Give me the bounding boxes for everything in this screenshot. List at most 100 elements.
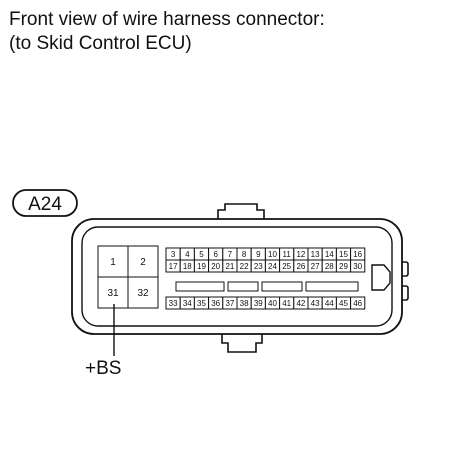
terminal-37: 37: [222, 296, 238, 310]
terminal-5-number: 5: [199, 250, 204, 259]
terminal-44: 44: [321, 296, 337, 310]
terminal-18: 18: [179, 259, 195, 273]
terminal-20-number: 20: [211, 262, 220, 271]
terminal-32-box: [127, 276, 159, 309]
terminal-43-number: 43: [311, 299, 320, 308]
terminal-34: 34: [179, 296, 195, 310]
terminal-17: 17: [165, 259, 181, 273]
connector-id-badge: A24: [12, 189, 78, 217]
terminal-27: 27: [307, 259, 323, 273]
terminal-30-box: [350, 259, 366, 273]
terminal-4-number: 4: [185, 250, 190, 259]
terminal-2: 2: [127, 245, 159, 278]
terminal-12: 12: [293, 247, 309, 261]
terminal-23-number: 23: [254, 262, 263, 271]
terminal-7-number: 7: [228, 250, 233, 259]
connector-id-text: A24: [28, 194, 62, 215]
terminal-39: 39: [250, 296, 266, 310]
terminal-6: 6: [208, 247, 224, 261]
terminal-1-number: 1: [110, 257, 116, 268]
terminal-33: 33: [165, 296, 181, 310]
terminal-46: 46: [350, 296, 366, 310]
terminal-11: 11: [279, 247, 295, 261]
terminal-14: 14: [321, 247, 337, 261]
diagram-title: Front view of wire harness connector: (t…: [9, 8, 325, 56]
terminal-26: 26: [293, 259, 309, 273]
terminal-40: 40: [264, 296, 281, 310]
terminal-26-number: 26: [296, 262, 305, 271]
terminal-30: 30: [350, 259, 366, 273]
connector-guide-key: [371, 264, 391, 291]
terminal-13-number: 13: [311, 250, 320, 259]
title-line-1: Front view of wire harness connector:: [9, 9, 325, 30]
terminal-45: 45: [335, 296, 352, 310]
top-lock-tab: [217, 203, 265, 219]
terminal-11-number: 11: [283, 250, 292, 259]
terminal-9: 9: [250, 247, 266, 261]
terminal-10: 10: [264, 247, 281, 261]
terminal-28-number: 28: [325, 262, 334, 271]
terminal-12-number: 12: [296, 250, 305, 259]
terminal-41: 41: [279, 296, 295, 310]
terminal-3: 3: [165, 247, 181, 261]
terminal-9-number: 9: [256, 250, 261, 259]
terminal-39-number: 39: [254, 299, 263, 308]
terminal-31: 31: [97, 276, 129, 309]
terminal-3-number: 3: [171, 250, 176, 259]
terminal-15: 15: [335, 247, 352, 261]
row-divider-slot: [261, 281, 303, 292]
terminal-44-number: 44: [325, 299, 334, 308]
connector-housing-inner: [81, 226, 393, 327]
terminal-42-number: 42: [296, 299, 305, 308]
terminal-20: 20: [208, 259, 224, 273]
terminal-17-number: 17: [169, 262, 178, 271]
terminal-45-number: 45: [339, 299, 348, 308]
terminal-29: 29: [335, 259, 352, 273]
terminal-32-number: 32: [137, 288, 149, 299]
pin-label-bs: +BS: [85, 358, 121, 379]
terminal-2-box: [127, 245, 159, 278]
terminal-23: 23: [250, 259, 266, 273]
terminal-27-number: 27: [311, 262, 320, 271]
terminal-6-number: 6: [213, 250, 218, 259]
terminal-29-number: 29: [339, 262, 348, 271]
terminal-40-number: 40: [268, 299, 277, 308]
terminal-46-number: 46: [353, 299, 362, 308]
terminal-35: 35: [193, 296, 210, 310]
terminal-19-number: 19: [197, 262, 206, 271]
terminal-28: 28: [321, 259, 337, 273]
terminal-38-number: 38: [240, 299, 249, 308]
terminal-25-number: 25: [282, 262, 291, 271]
terminal-37-number: 37: [225, 299, 234, 308]
terminal-16: 16: [350, 247, 366, 261]
terminal-4: 4: [179, 247, 195, 261]
row-divider-slot: [227, 281, 259, 292]
terminal-34-number: 34: [183, 299, 192, 308]
terminal-5: 5: [193, 247, 210, 261]
terminal-35-number: 35: [197, 299, 206, 308]
terminal-46-box: [350, 296, 366, 310]
terminal-21-number: 21: [225, 262, 234, 271]
terminal-16-number: 16: [353, 250, 362, 259]
row-divider-slot: [175, 281, 225, 292]
terminal-36: 36: [208, 296, 224, 310]
terminal-15-number: 15: [339, 250, 348, 259]
terminal-7: 7: [222, 247, 238, 261]
bottom-lock-tab: [221, 333, 263, 353]
terminal-32: 32: [127, 276, 159, 309]
terminal-30-number: 30: [353, 262, 362, 271]
terminal-10-number: 10: [268, 250, 277, 259]
terminal-24-number: 24: [268, 262, 277, 271]
row-divider-slot: [305, 281, 359, 292]
title-line-2: (to Skid Control ECU): [9, 33, 192, 54]
terminal-36-number: 36: [211, 299, 220, 308]
terminal-1: 1: [97, 245, 129, 278]
terminal-25: 25: [279, 259, 295, 273]
terminal-41-number: 41: [282, 299, 291, 308]
terminal-24: 24: [264, 259, 281, 273]
terminal-19: 19: [193, 259, 210, 273]
terminal-13: 13: [307, 247, 323, 261]
